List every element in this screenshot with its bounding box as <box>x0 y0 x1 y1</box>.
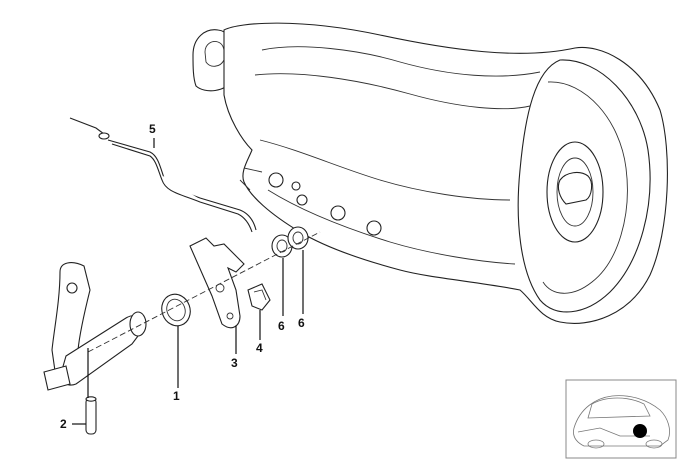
assembly-axis-line <box>87 231 321 353</box>
callout-6a: 6 <box>278 319 285 333</box>
location-marker <box>633 424 647 438</box>
callout-2: 2 <box>60 417 67 431</box>
shift-plate <box>189 237 245 329</box>
leader-lines <box>72 138 304 425</box>
selector-rod <box>69 117 257 233</box>
clip-part <box>247 283 271 311</box>
selector-lever <box>43 262 147 391</box>
callout-6b: 6 <box>298 316 305 330</box>
pin-part <box>85 396 97 435</box>
callout-5: 5 <box>149 122 156 136</box>
vehicle-locator-thumbnail <box>565 379 677 459</box>
callout-4: 4 <box>256 341 263 355</box>
washer-ring <box>161 293 191 327</box>
callout-1: 1 <box>173 389 180 403</box>
callout-3: 3 <box>231 356 238 370</box>
transmission-housing <box>192 22 668 324</box>
